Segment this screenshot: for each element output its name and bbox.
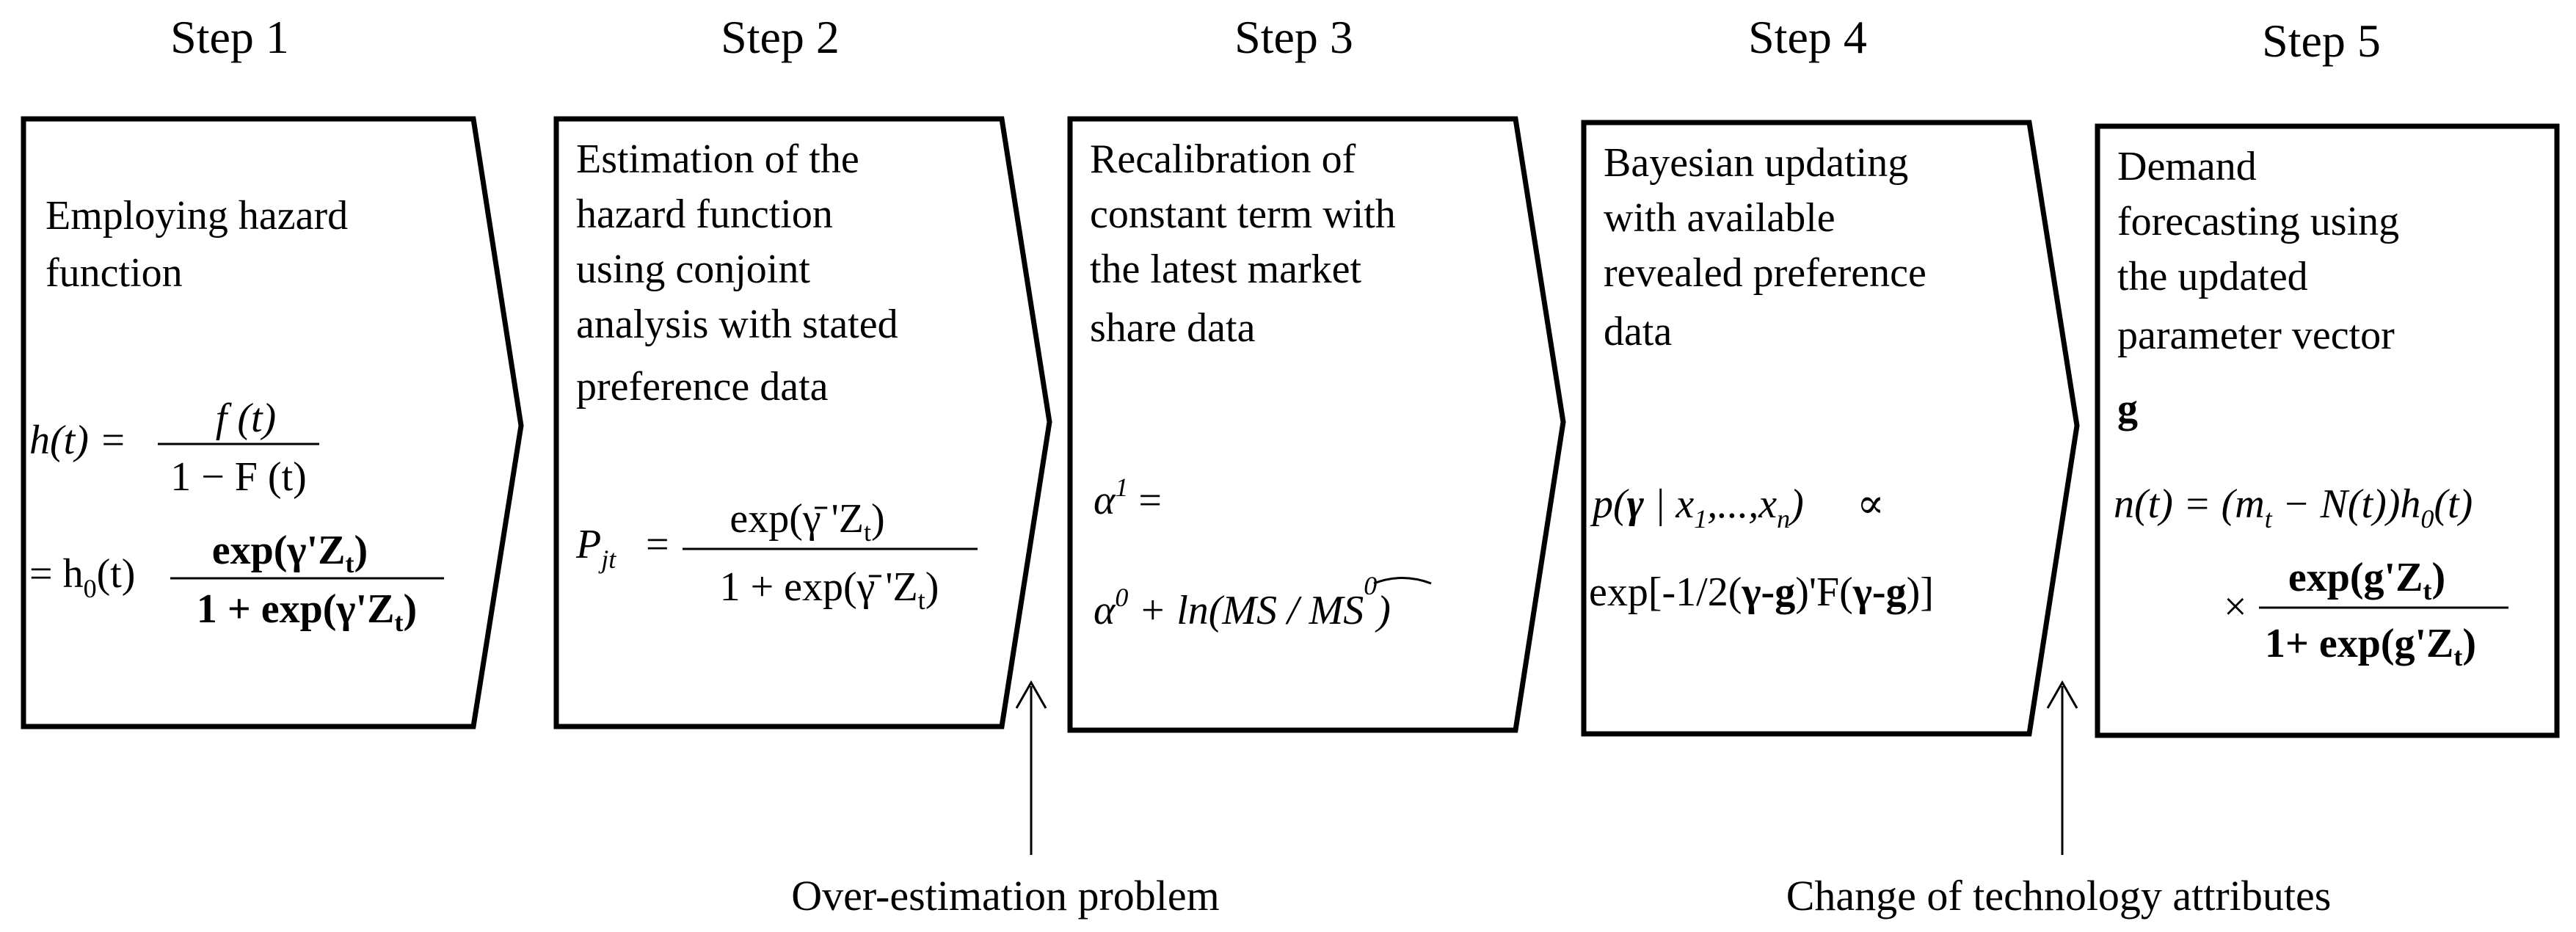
probability-numerator: exp(γ̄ 'Zt) (729, 496, 884, 547)
step-3-box (1067, 116, 1566, 733)
step-3-line: Recalibration of (1090, 136, 1356, 182)
step-2-line: analysis with stated (576, 302, 898, 347)
step-4-description: Bayesian updating with available reveale… (1604, 140, 1926, 354)
hazard-line2-numerator: exp(γ'Zt) (212, 528, 368, 578)
technology-change-label: Change of technology attributes (1786, 872, 2332, 920)
step-5-line: forecasting using (2117, 199, 2399, 244)
hat-accent (1373, 577, 1432, 585)
step-3-line: the latest market (1090, 247, 1362, 292)
proportional-symbol: ∝ (1857, 481, 1885, 527)
step-5-line: parameter vector (2117, 313, 2395, 358)
hazard-numerator: f (t) (216, 396, 276, 441)
step-2-line: preference data (576, 364, 829, 409)
step-3-formula: α1 = α0 + ln(MS / MS0) (1094, 473, 1432, 633)
step-4-title: Step 4 (1748, 11, 1867, 63)
step-4-line: with available (1604, 195, 1835, 241)
posterior-line1: p(γ | x1,...,xn) (1590, 481, 1804, 534)
hazard-denominator: 1 − F (t) (170, 454, 307, 500)
step-4-formula: p(γ | x1,...,xn) ∝ exp[-1/2(γ-g)'F(γ-g)] (1589, 481, 1934, 615)
times-symbol: × (2224, 584, 2247, 630)
step-2-line: Estimation of the (576, 136, 859, 182)
step-4-line: Bayesian updating (1604, 140, 1908, 186)
recalibration-line1: α1 = (1094, 473, 1162, 523)
step-1-description: Employing hazard function (46, 193, 348, 296)
probability-eq: = (646, 522, 669, 567)
step-2-line: hazard function (576, 192, 833, 237)
step-2-description: Estimation of the hazard function using … (576, 136, 898, 409)
step-3-description: Recalibration of constant term with the … (1090, 136, 1396, 351)
step-1-line: Employing hazard (46, 193, 348, 239)
hazard-line2-lhs: = h0(t) (29, 551, 135, 603)
step-3-title: Step 3 (1234, 11, 1353, 63)
step-3-line: share data (1090, 305, 1256, 351)
demand-denominator: 1+ exp(g'Zt) (2265, 621, 2476, 671)
over-estimation-label: Over-estimation problem (791, 872, 1220, 920)
step-1-line: function (46, 250, 183, 296)
callout-arrow-head (2046, 680, 2078, 709)
step-3-line: constant term with (1090, 192, 1396, 237)
posterior-line2: exp[-1/2(γ-g)'F(γ-g)] (1589, 569, 1934, 615)
recalibration-line2: α0 + ln(MS / MS0) (1094, 571, 1391, 633)
step-4-line: data (1604, 309, 1672, 354)
parameter-vector-g: g (2117, 386, 2138, 432)
callout-arrow-head (1015, 680, 1047, 709)
step-4-box (1581, 120, 2080, 737)
demand-line1: n(t) = (mt − N(t))h0(t) (2114, 481, 2473, 534)
probability-lhs: Pjt (575, 522, 616, 574)
technology-change-callout: Change of technology attributes (1786, 680, 2332, 920)
step-5-description: Demand forecasting using the updated par… (2117, 144, 2399, 432)
step-1-box (21, 116, 524, 729)
step-5-line: Demand (2117, 144, 2257, 189)
step-5-formula: n(t) = (mt − N(t))h0(t) × exp(g'Zt) 1+ e… (2114, 481, 2508, 671)
step-4-line: revealed preference (1604, 250, 1926, 296)
hazard-lhs: h(t) = (29, 418, 127, 463)
step-2-title: Step 2 (721, 11, 840, 63)
step-1-formula: h(t) = f (t) 1 − F (t) = h0(t) exp(γ'Zt)… (29, 396, 444, 637)
step-5-box (2095, 123, 2560, 738)
step-2-formula: Pjt = exp(γ̄ 'Zt) 1 + exp(γ̄ 'Zt) (575, 496, 978, 615)
step-5-line: the updated (2117, 254, 2308, 299)
step-2-line: using conjoint (576, 247, 810, 292)
over-estimation-callout: Over-estimation problem (791, 680, 1220, 920)
step-2-box (553, 116, 1052, 729)
hazard-line2-denominator: 1 + exp(γ'Zt) (197, 586, 417, 637)
step-5-title: Step 5 (2262, 15, 2381, 67)
step-1-title: Step 1 (170, 11, 289, 63)
demand-numerator: exp(g'Zt) (2288, 555, 2445, 605)
probability-denominator: 1 + exp(γ̄ 'Zt) (720, 564, 939, 615)
